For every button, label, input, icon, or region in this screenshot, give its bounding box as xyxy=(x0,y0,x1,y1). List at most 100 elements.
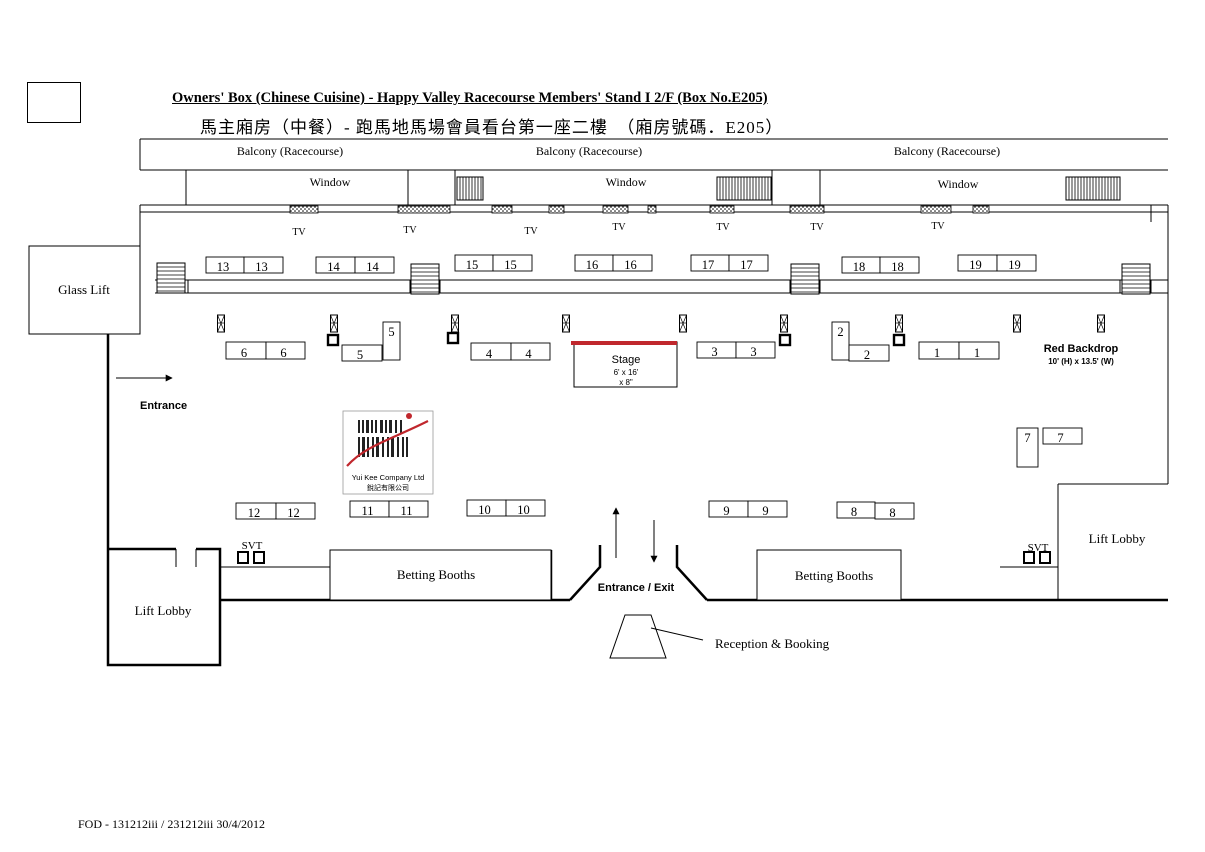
table-number: 16 xyxy=(624,258,637,272)
tv-label: TV xyxy=(292,227,306,238)
logo-bar xyxy=(358,420,360,433)
tv-unit xyxy=(789,205,825,214)
table-number: 11 xyxy=(400,504,412,518)
tv-unit xyxy=(972,205,990,214)
table-box xyxy=(265,341,306,360)
pillar-cross xyxy=(895,314,903,333)
table-number: 19 xyxy=(969,258,982,272)
betting-booths-right xyxy=(756,549,902,601)
logo-bar xyxy=(395,420,397,433)
table-box xyxy=(874,502,915,520)
stand-square xyxy=(446,331,460,345)
pillar-cross xyxy=(679,314,687,333)
tv-label: TV xyxy=(716,222,730,233)
logo-dot xyxy=(406,413,412,419)
table-box xyxy=(492,254,533,272)
pillar-cross xyxy=(451,314,459,333)
tv-unit xyxy=(289,205,319,214)
logo-bar xyxy=(362,437,365,457)
logo-bar xyxy=(375,420,377,433)
table-number: 6 xyxy=(280,346,286,360)
table-number: 18 xyxy=(853,260,866,274)
table-number: 13 xyxy=(217,260,230,274)
stage-label: Stage xyxy=(612,354,641,366)
tv-unit xyxy=(920,205,952,214)
stand-square xyxy=(892,333,906,347)
table-number: 1 xyxy=(974,346,980,360)
table-number: 4 xyxy=(525,347,532,361)
pillar-cross xyxy=(780,314,788,333)
table-number: 10 xyxy=(517,503,530,517)
logo-bar xyxy=(358,437,360,457)
logo-bar xyxy=(402,437,404,457)
table-box xyxy=(728,254,769,272)
table-box xyxy=(1016,427,1039,468)
table-number: 15 xyxy=(466,258,479,272)
reception-desk xyxy=(609,614,667,659)
table-box xyxy=(848,344,890,362)
tv-unit xyxy=(491,205,513,214)
logo-bar xyxy=(397,437,399,457)
betting-booths-left xyxy=(329,549,552,601)
table-number: 2 xyxy=(837,325,843,339)
table-number: 11 xyxy=(361,504,373,518)
table-number: 19 xyxy=(1008,258,1021,272)
window-blinds xyxy=(456,176,1121,201)
table-box xyxy=(354,256,395,274)
logo-bar xyxy=(371,420,373,433)
title-chinese: 馬主廂房（中餐）- 跑馬地馬場會員看台第一座二樓 （廂房號碼．E205） xyxy=(200,118,784,137)
table-number: 4 xyxy=(486,347,493,361)
table-number: 12 xyxy=(248,506,261,520)
table-number: 8 xyxy=(851,505,857,519)
table-number: 8 xyxy=(889,506,895,520)
logo-swoosh xyxy=(346,420,429,467)
tv-unit xyxy=(647,205,657,214)
balcony-label-3: Balcony (Racecourse) xyxy=(894,144,1000,158)
logo-bar xyxy=(366,420,369,433)
reception-label: Reception & Booking xyxy=(715,636,830,651)
tv-unit xyxy=(602,205,629,214)
table-box xyxy=(612,254,653,272)
tv-label: TV xyxy=(612,222,626,233)
logo-bar xyxy=(362,420,364,433)
stair-block xyxy=(410,263,440,295)
logo-bar xyxy=(391,437,394,457)
tv-units: TV TV TV TV TV TV TV xyxy=(289,205,990,238)
tv-label: TV xyxy=(524,226,538,237)
stage-size-2: x 8" xyxy=(619,378,633,387)
table-number: 17 xyxy=(702,258,715,272)
stage-size-1: 6' x 16' xyxy=(614,368,639,377)
table-number: 14 xyxy=(327,260,340,274)
stair-block xyxy=(156,262,186,294)
blank-box xyxy=(27,82,81,123)
pillars xyxy=(217,314,1105,333)
tv-unit xyxy=(548,205,565,214)
table-box xyxy=(1042,427,1083,445)
stair-block xyxy=(790,263,820,295)
balcony-label-1: Balcony (Racecourse) xyxy=(237,144,343,158)
table-box xyxy=(275,502,316,520)
betting-booths-left-label: Betting Booths xyxy=(397,567,475,582)
logo-bar xyxy=(387,437,389,457)
table-number: 6 xyxy=(241,346,247,360)
pillar-cross xyxy=(217,314,225,333)
logo-bar xyxy=(380,420,383,433)
tv-label: TV xyxy=(403,225,417,236)
tv-label: TV xyxy=(810,222,824,233)
table-number: 9 xyxy=(762,504,768,518)
logo-bar xyxy=(367,437,369,457)
logo-bar xyxy=(376,437,379,457)
table-box xyxy=(505,499,546,517)
window-label-3: Window xyxy=(938,177,979,191)
table-number: 17 xyxy=(740,258,753,272)
tv-label: TV xyxy=(931,221,945,232)
table-box xyxy=(341,344,383,362)
table-number: 13 xyxy=(255,260,268,274)
table-number: 3 xyxy=(711,345,717,359)
window-blind xyxy=(456,176,484,201)
logo-company-en: Yui Kee Company Ltd xyxy=(352,473,425,482)
stand-square xyxy=(778,333,792,347)
table-number: 5 xyxy=(388,325,394,339)
table-number: 7 xyxy=(1024,431,1030,445)
tv-unit xyxy=(709,205,735,214)
